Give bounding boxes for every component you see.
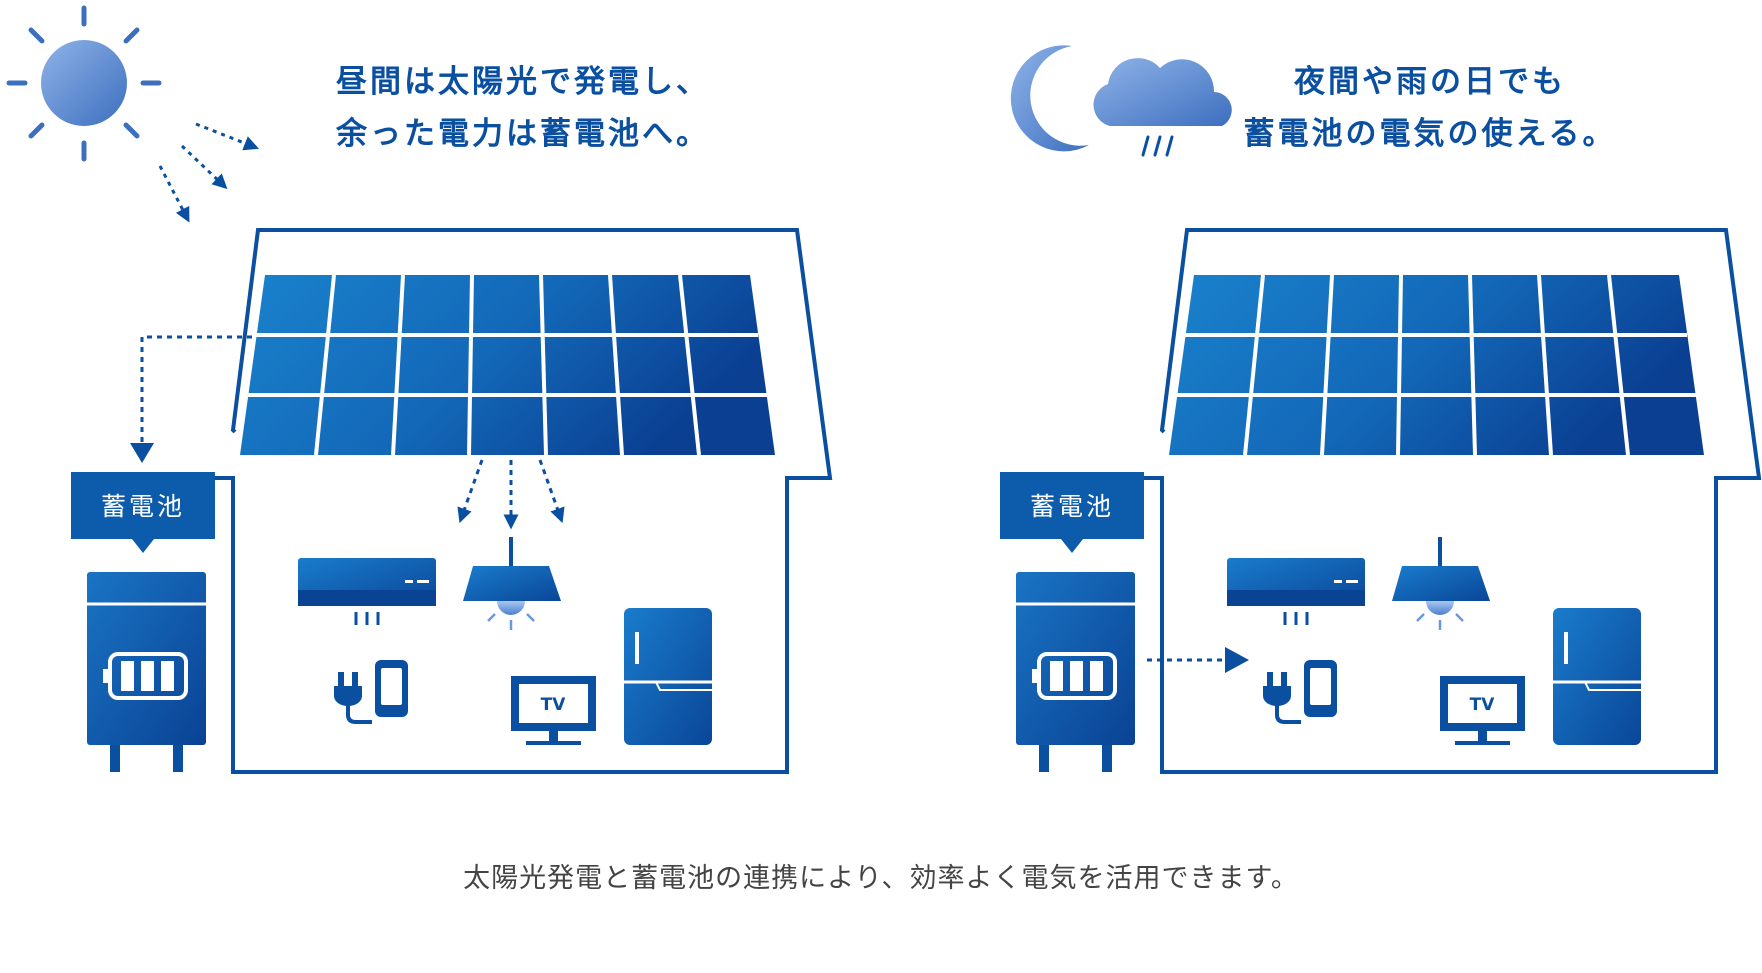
day-scene: TV 蓄電池 — [6, 5, 832, 774]
ceiling-light-icon — [461, 535, 563, 632]
night-headline-line1: 夜間や雨の日でも — [1294, 64, 1566, 100]
smartphone-icon — [332, 658, 410, 724]
panel-to-appliance-arrows — [457, 459, 565, 530]
day-headline: 昼間は太陽光で発電し、 余った電力は蓄電池へ。 — [336, 56, 710, 160]
panel-to-battery-arrow — [130, 335, 252, 463]
tv-icon: TV — [511, 676, 596, 745]
night-headline: 夜間や雨の日でも 蓄電池の電気の使える。 — [1200, 56, 1660, 160]
tv-label: TV — [541, 695, 567, 715]
tv-icon: TV — [1440, 676, 1525, 745]
plug-phone-group — [332, 658, 410, 724]
night-scene: TV 蓄電池 — [998, 45, 1761, 774]
caption: 太陽光発電と蓄電池の連携により、効率よく電気を活用できます。 — [463, 863, 1299, 894]
battery-label: 蓄電池 — [101, 492, 185, 521]
solar-panel-icon — [238, 273, 777, 457]
plug-phone-group — [1261, 658, 1339, 724]
day-headline-line2: 余った電力は蓄電池へ。 — [336, 116, 710, 152]
air-conditioner-icon — [296, 556, 438, 627]
rain-cloud-icon — [1093, 58, 1232, 157]
ceiling-light-icon — [1390, 535, 1492, 632]
battery-unit-icon: 蓄電池 — [69, 470, 217, 774]
refrigerator-icon — [1551, 606, 1643, 747]
refrigerator-icon — [622, 606, 714, 747]
day-headline-line1: 昼間は太陽光で発電し、 — [336, 64, 710, 100]
sun-ray-arrows — [158, 122, 259, 223]
battery-to-appliance-arrow — [1147, 647, 1249, 673]
battery-label: 蓄電池 — [1030, 492, 1114, 521]
sun-icon — [6, 5, 162, 162]
solar-panel-icon — [1167, 273, 1706, 457]
battery-unit-icon: 蓄電池 — [998, 470, 1146, 774]
moon-icon — [1010, 45, 1089, 152]
air-conditioner-icon — [1225, 556, 1367, 627]
night-headline-line2: 蓄電池の電気の使える。 — [1243, 116, 1617, 152]
tv-label: TV — [1470, 695, 1496, 715]
smartphone-icon — [1261, 658, 1339, 724]
